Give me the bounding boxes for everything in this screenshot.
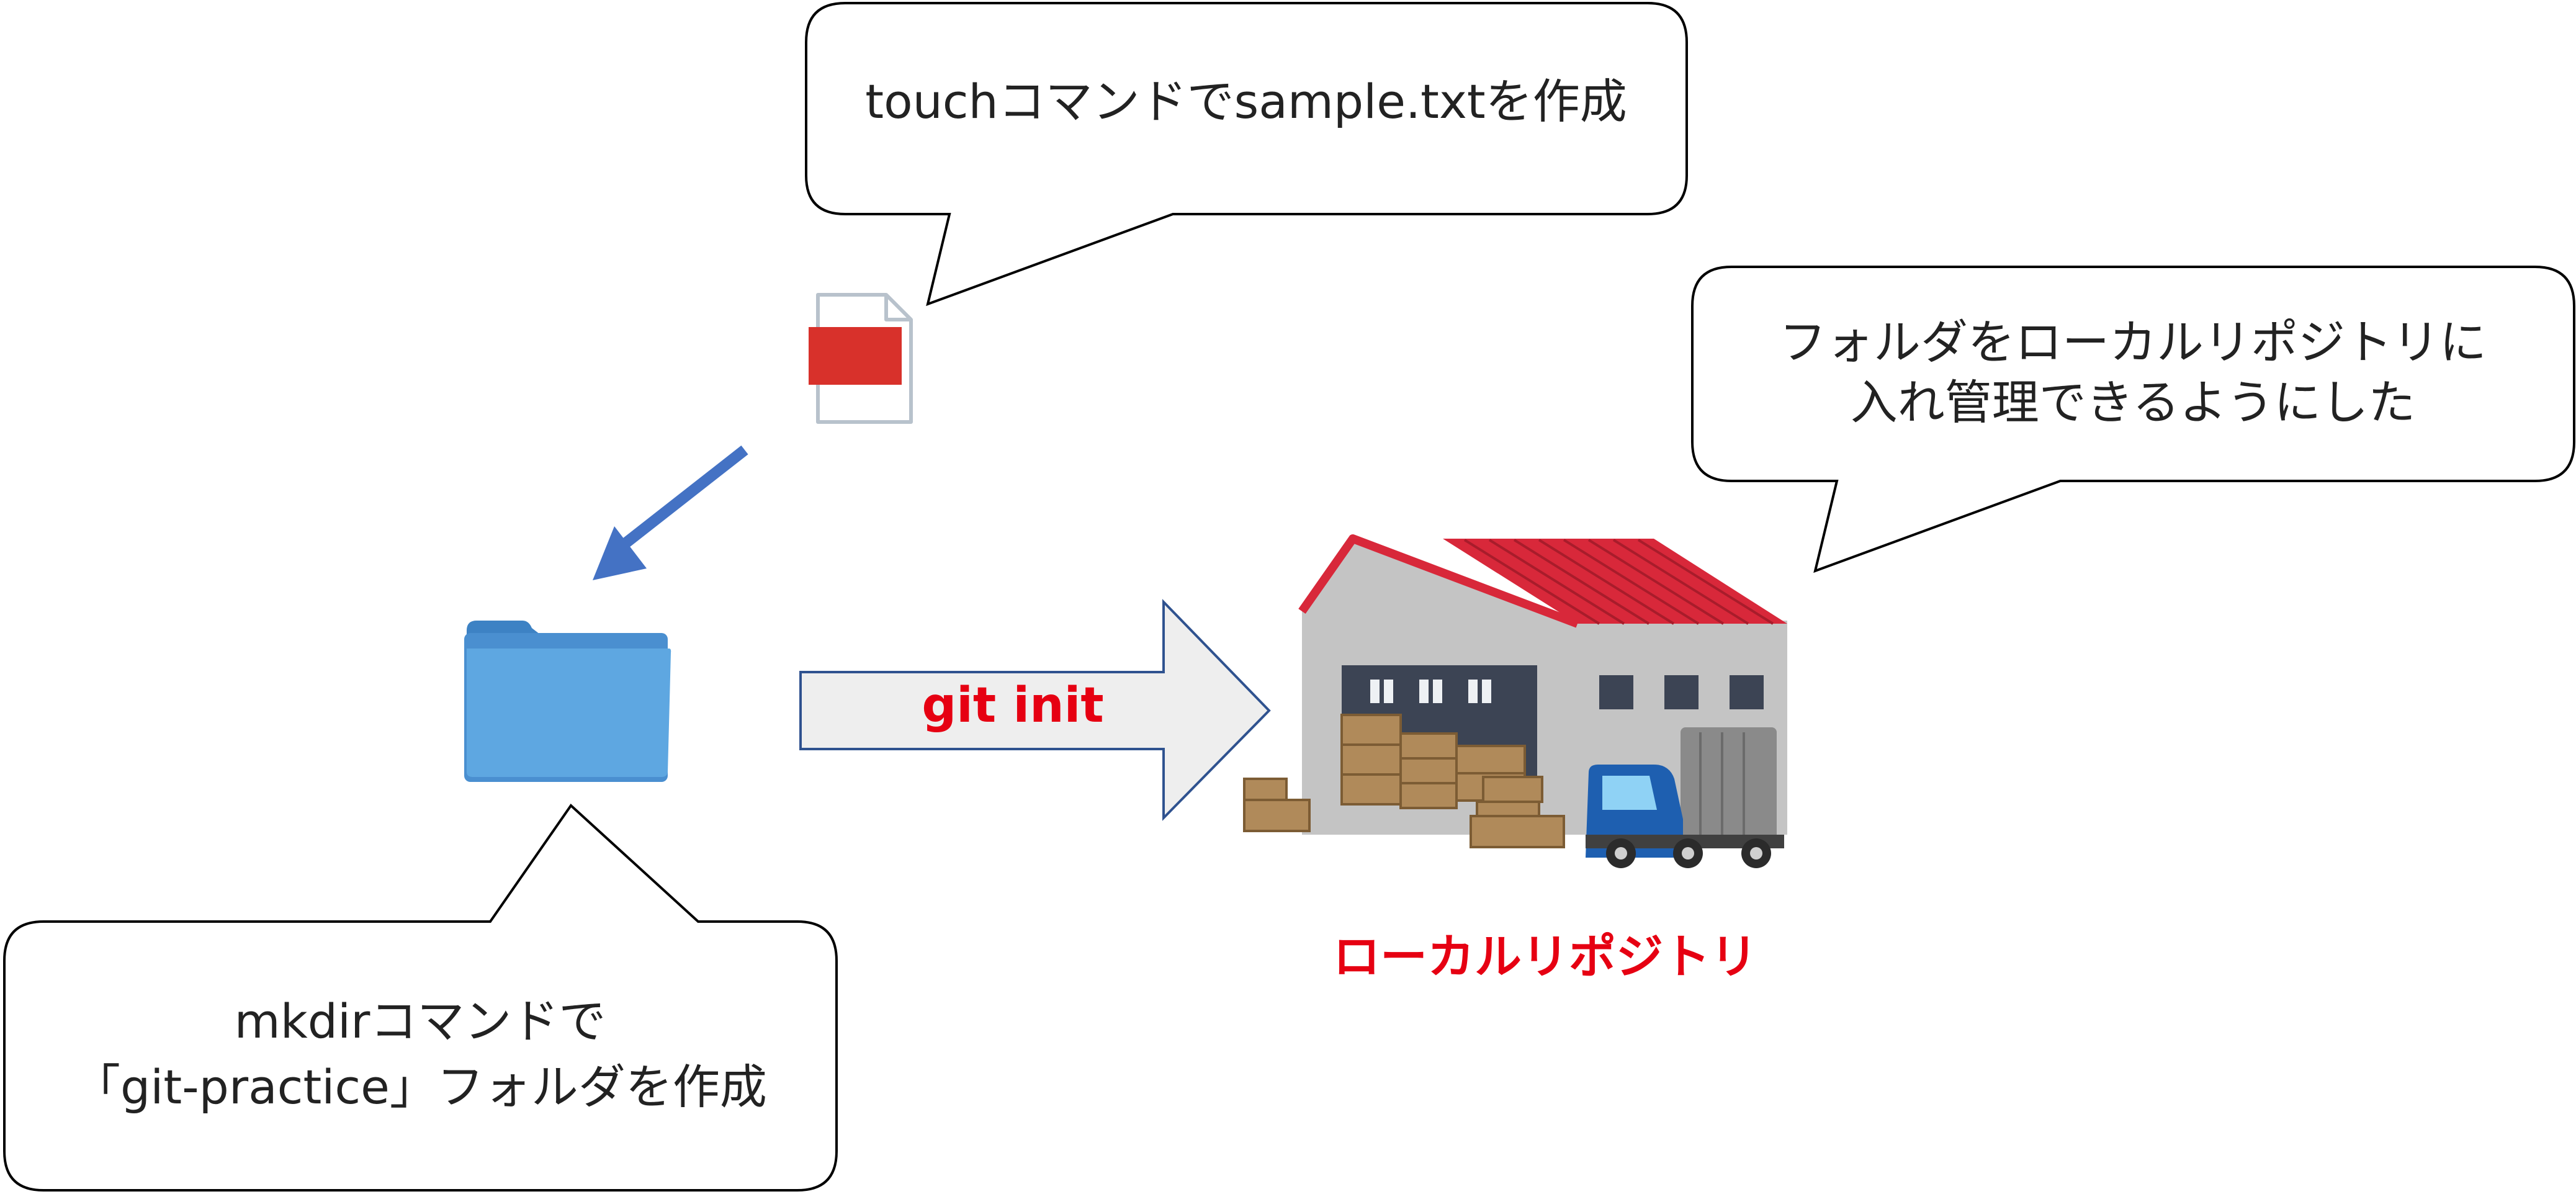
- callout-repo-line2: 入れ管理できるようにした: [1851, 375, 2415, 430]
- callout-touch-text: touchコマンドでsample.txtを作成: [865, 74, 1627, 129]
- move-arrow: [593, 445, 748, 580]
- callout-repo: フォルダをローカルリポジトリに 入れ管理できるようにした: [1691, 266, 2575, 573]
- callout-mkdir-line2: 「git-practice」フォルダを作成: [73, 1059, 767, 1115]
- text-file-icon: [809, 293, 913, 424]
- folder-icon: [464, 621, 671, 782]
- local-repository-label: ローカルリポジトリ: [1333, 929, 1757, 984]
- git-init-arrow: git init: [799, 599, 1271, 821]
- callout-mkdir: mkdirコマンドで 「git-practice」フォルダを作成: [3, 803, 838, 1192]
- callout-touch: touchコマンドでsample.txtを作成: [805, 2, 1688, 307]
- callout-mkdir-line1: mkdirコマンドで: [235, 994, 606, 1049]
- callout-repo-line1: フォルダをローカルリポジトリに: [1779, 315, 2487, 370]
- truck-icon: [1586, 727, 1784, 868]
- git-init-label: git init: [922, 678, 1103, 734]
